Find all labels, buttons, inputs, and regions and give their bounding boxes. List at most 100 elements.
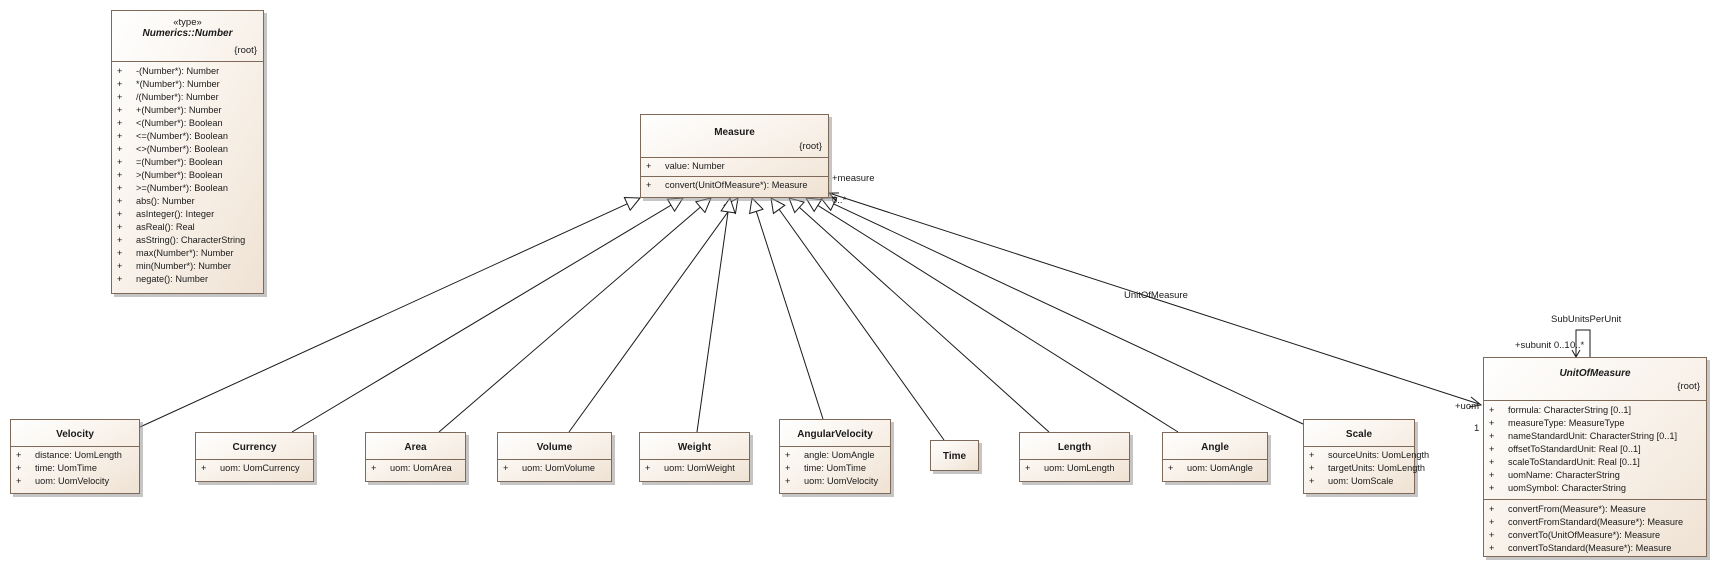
generalization-arrowhead (788, 197, 806, 214)
member-row: +convertToStandard(Measure*): Measure (1484, 542, 1706, 555)
member-row: +abs(): Number (112, 195, 263, 208)
number-root-tag: {root} (234, 45, 257, 56)
visibility-marker: + (785, 476, 791, 486)
member-row: + convertTo(UnitOfMeasure*): Measure (1484, 529, 1706, 542)
self-association-line (1575, 329, 1591, 357)
generalization-line-scale (833, 203, 1304, 425)
measure-role-label: +measure (832, 173, 875, 184)
generalization-arrowhead (694, 197, 712, 214)
currency-class[interactable]: Currency+uom: UomCurrency (195, 432, 314, 482)
visibility-marker: + (645, 463, 651, 473)
uom-role-label: +uom (1455, 401, 1480, 412)
member-text: time: UomTime (804, 463, 866, 473)
visibility-marker: + (117, 118, 123, 128)
generalization-line-volume (568, 209, 731, 433)
number-class[interactable]: «type» Numerics::Number {root} +-(Number… (111, 10, 264, 294)
generalization-line-angle (817, 205, 1179, 433)
member-row: + /(Number*): Number (112, 91, 263, 104)
member-row: +<=(Number*): Boolean (112, 130, 263, 143)
generalization-arrows (139, 196, 1304, 441)
subclass-name: Angle (1201, 442, 1229, 453)
visibility-marker: + (1489, 457, 1495, 467)
visibility-marker: + (16, 463, 22, 473)
member-text: <>(Number*): Boolean (136, 144, 228, 154)
subunit-multiplicity: 0..1 (1553, 340, 1570, 351)
visibility-marker: + (201, 463, 207, 473)
member-row: +uomSymbol: CharacterString (1484, 482, 1706, 495)
member-text: convertFromStandard(Measure*): Measure (1508, 517, 1684, 527)
visibility-marker: + (1489, 470, 1495, 480)
member-text: convertFrom(Measure*): Measure (1508, 504, 1646, 514)
visibility-marker: + (117, 183, 123, 193)
generalization-line-time (778, 209, 945, 441)
member-text: convertTo(UnitOfMeasure*): Measure (1508, 530, 1661, 540)
generalization-arrowhead (666, 197, 684, 213)
member-row: +uom: UomLength (1020, 462, 1129, 475)
generalization-line-length (799, 206, 1050, 433)
velocity-class[interactable]: Velocity + distance: UomLength +time: UomTi… (10, 419, 140, 494)
visibility-marker: + (117, 92, 123, 102)
time-class[interactable]: Time (930, 440, 979, 471)
length-class[interactable]: Length+uom: UomLength (1019, 432, 1130, 482)
member-row: +max(Number*): Number (112, 247, 263, 260)
visibility-marker: + (1168, 463, 1174, 473)
generalization-line-velocity (139, 203, 628, 428)
member-text: distance: UomLength (35, 450, 122, 460)
subclass-attributes: +uom: UomVolume (498, 459, 611, 478)
subunit-role: +subunit (1515, 340, 1552, 351)
member-text: /(Number*): Number (136, 92, 219, 102)
member-text: >=(Number*): Boolean (136, 183, 228, 193)
member-row: + uom: UomAngle (1163, 462, 1267, 475)
visibility-marker: + (1489, 530, 1495, 540)
member-row: +measureType: MeasureType (1484, 417, 1706, 430)
weight-class[interactable]: Weight+uom: UomWeight (639, 432, 750, 482)
visibility-marker: + (117, 235, 123, 245)
angularvelocity-class[interactable]: AngularVelocity+angle: UomAngle+time: Uo… (779, 419, 891, 494)
member-text: uom: UomCurrency (220, 463, 300, 473)
volume-class[interactable]: Volume +uom: UomVolume (497, 432, 612, 482)
generalization-arrowhead (749, 196, 764, 215)
measure-class[interactable]: Measure {root} +value: Number +convert(U… (640, 114, 829, 198)
subclass-name: Velocity (56, 429, 94, 440)
generalization-arrowhead (623, 196, 642, 212)
member-text: angle: UomAngle (804, 450, 875, 460)
visibility-marker: + (1489, 504, 1495, 514)
subclass-name: Volume (536, 442, 573, 453)
visibility-marker: + (16, 476, 22, 486)
scale-class[interactable]: Scale+sourceUnits: UomLength+targetUnits… (1303, 419, 1429, 494)
area-class[interactable]: Area+uom: UomArea (365, 432, 466, 482)
member-row: +uomName: CharacterString (1484, 469, 1706, 482)
association-arrow-to-uom (1468, 396, 1483, 408)
member-row: +time: UomTime (11, 462, 139, 475)
measure-operations: +convert(UnitOfMeasure*): Measure (641, 176, 828, 195)
visibility-marker: + (1489, 405, 1495, 415)
visibility-marker: + (1489, 517, 1495, 527)
member-row: +formula: CharacterString [0..1] (1484, 404, 1706, 417)
subclass-attributes: + uom: UomCurrency (196, 459, 313, 478)
visibility-marker: + (503, 463, 509, 473)
number-operations: +-(Number*): Number+*(Number*): Number+/… (112, 61, 263, 290)
measure-multiplicity: 0..* (832, 195, 847, 206)
visibility-marker: + (785, 450, 791, 460)
self-association-other-multiplicity: 0..* (1570, 340, 1585, 351)
association-arrow-to-measure (827, 192, 839, 202)
uom-multiplicity: 1 (1474, 423, 1480, 434)
unitofmeasure-class[interactable]: UnitOfMeasure {root} +formula: Character… (1483, 357, 1707, 557)
subclass-name: Weight (677, 442, 712, 453)
member-text: uom: UomScale (1328, 476, 1394, 486)
subclass-attributes: + uom: UomAngle (1163, 459, 1267, 478)
subclass-attributes: +uom: UomArea (366, 459, 465, 478)
angle-class[interactable]: Angle + uom: UomAngle (1162, 432, 1268, 482)
generalization-arrowhead (720, 196, 736, 214)
member-text: uom: UomArea (390, 463, 452, 473)
member-row: +asString(): CharacterString (112, 234, 263, 247)
member-text: min(Number*): Number (136, 261, 231, 271)
member-row: +value: Number (641, 160, 828, 173)
generalization-arrowhead (805, 197, 823, 213)
visibility-marker: + (1025, 463, 1031, 473)
visibility-marker: + (117, 170, 123, 180)
visibility-marker: + (117, 105, 123, 115)
member-text: convertToStandard(Measure*): Measure (1508, 543, 1672, 553)
member-text: uom: UomAngle (1187, 463, 1253, 473)
member-row: +sourceUnits: UomLength (1304, 449, 1429, 462)
